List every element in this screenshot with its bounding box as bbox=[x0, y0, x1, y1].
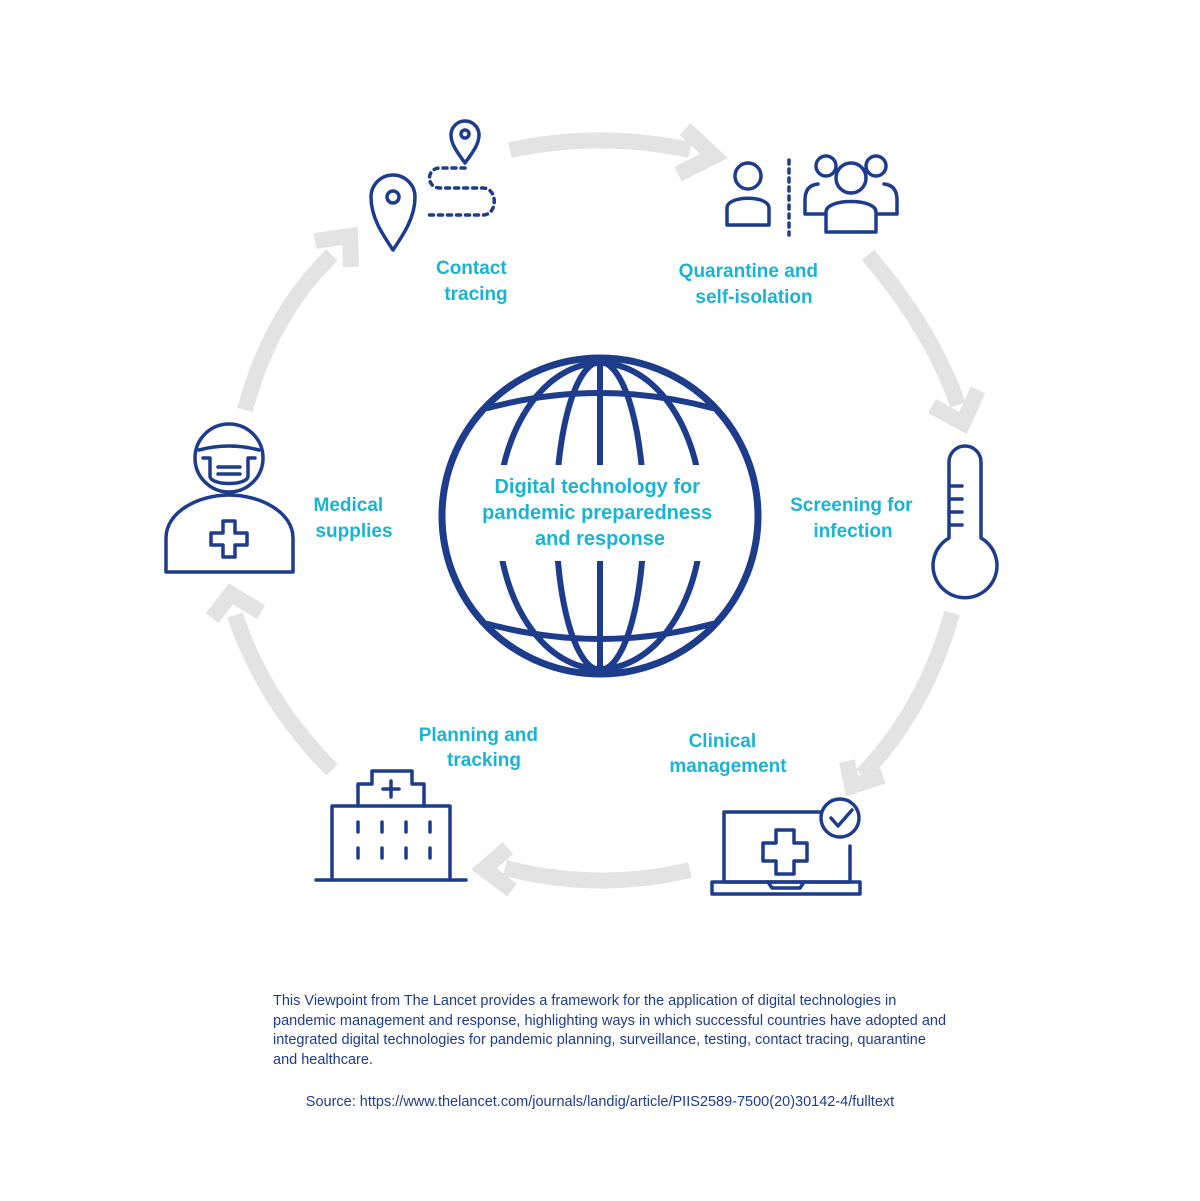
medical-supplies-label: Medical supplies bbox=[314, 495, 393, 542]
quarantine-label: Quarantine and self-isolation bbox=[679, 261, 824, 308]
cycle-arrows bbox=[205, 123, 986, 897]
center-title-line: pandemic preparedness bbox=[482, 502, 712, 524]
center-title: Digital technology for pandemic prepared… bbox=[482, 476, 718, 550]
arrow-clinical-to-planning bbox=[471, 841, 692, 897]
clinical-label: Clinical management bbox=[669, 731, 787, 777]
masked-medic-icon bbox=[164, 422, 295, 574]
arrow-planning-to-medical bbox=[205, 583, 338, 776]
globe-icon bbox=[438, 354, 762, 678]
screening-label: Screening for infection bbox=[790, 495, 918, 542]
arrow-contact-to-quarantine bbox=[508, 123, 728, 182]
center-title-line: and response bbox=[535, 528, 665, 550]
footer-source: Source: https://www.thelancet.com/journa… bbox=[305, 1094, 895, 1110]
planning-label: Planning and tracking bbox=[419, 725, 544, 771]
thermometer-icon bbox=[931, 444, 999, 600]
arrow-quarantine-to-screening bbox=[861, 249, 986, 435]
location-route-icon bbox=[369, 119, 496, 252]
contact-tracing-label: Contact tracing bbox=[436, 258, 512, 305]
arrow-medical-to-contact bbox=[237, 226, 359, 413]
arrow-screening-to-clinical bbox=[839, 610, 960, 797]
hospital-icon bbox=[314, 769, 468, 882]
footer-description-text: This Viewpoint from The Lancet provides … bbox=[273, 993, 947, 1068]
laptop-medical-check-icon bbox=[710, 797, 862, 896]
center-title-line: Digital technology for bbox=[494, 476, 700, 498]
footer-description: This Viewpoint from The Lancet provides … bbox=[273, 992, 953, 1070]
globe-label-backdrop bbox=[462, 465, 738, 561]
person-and-group-icon bbox=[725, 154, 899, 237]
